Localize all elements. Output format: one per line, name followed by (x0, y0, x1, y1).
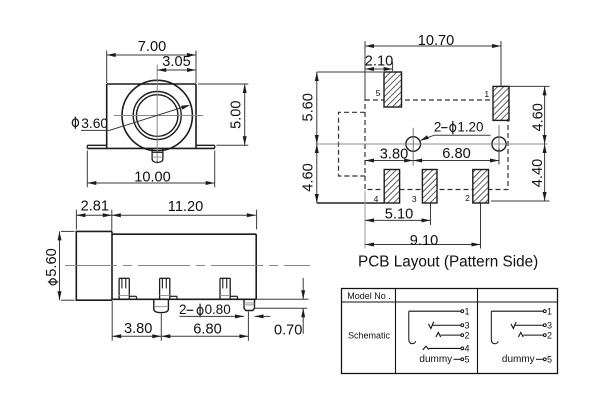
svg-text:4.40: 4.40 (530, 159, 546, 187)
svg-text:1: 1 (484, 89, 489, 99)
svg-text:9.10: 9.10 (410, 233, 438, 249)
svg-text:5.60: 5.60 (301, 93, 317, 121)
svg-text:6.80: 6.80 (193, 322, 221, 338)
svg-text:3: 3 (464, 321, 469, 331)
svg-text:4: 4 (464, 344, 469, 354)
svg-text:0.70: 0.70 (274, 323, 302, 339)
svg-text:4.60: 4.60 (301, 163, 317, 191)
svg-text:dummy: dummy (502, 354, 535, 365)
svg-text:5.00: 5.00 (229, 100, 245, 128)
svg-text:1.20: 1.20 (457, 120, 483, 135)
svg-text:2: 2 (465, 193, 470, 203)
svg-text:2.10: 2.10 (365, 54, 393, 70)
svg-text:2: 2 (434, 120, 441, 135)
svg-text:4.60: 4.60 (531, 103, 547, 131)
svg-text:10.70: 10.70 (418, 33, 455, 49)
svg-text:2.81: 2.81 (81, 198, 109, 214)
svg-text:5: 5 (547, 354, 552, 364)
svg-text:10.00: 10.00 (134, 170, 171, 186)
svg-text:7.00: 7.00 (138, 39, 166, 55)
svg-text:Schematic: Schematic (348, 331, 391, 341)
svg-text:3: 3 (412, 194, 417, 204)
svg-text:2: 2 (464, 330, 469, 340)
svg-text:5: 5 (376, 88, 381, 98)
svg-text:3.80: 3.80 (380, 147, 408, 163)
svg-text:3.80: 3.80 (124, 321, 152, 337)
svg-text:5.10: 5.10 (385, 207, 413, 223)
svg-text:0.80: 0.80 (205, 302, 231, 317)
svg-text:Model No .: Model No . (347, 291, 391, 301)
svg-text:2: 2 (547, 330, 552, 340)
svg-text:3: 3 (547, 321, 552, 331)
svg-text:5: 5 (464, 354, 469, 364)
svg-text:3.05: 3.05 (162, 54, 190, 70)
svg-text:1: 1 (464, 307, 469, 317)
svg-text:11.20: 11.20 (168, 199, 203, 215)
svg-text:6.80: 6.80 (442, 146, 470, 162)
svg-text:5.60: 5.60 (44, 248, 60, 276)
svg-text:1: 1 (547, 307, 552, 317)
svg-text:3.60: 3.60 (81, 116, 108, 131)
svg-text:2: 2 (179, 302, 186, 317)
svg-text:dummy: dummy (419, 354, 452, 365)
svg-text:PCB Layout (Pattern Side): PCB Layout (Pattern Side) (358, 254, 538, 271)
svg-text:4: 4 (374, 194, 379, 204)
